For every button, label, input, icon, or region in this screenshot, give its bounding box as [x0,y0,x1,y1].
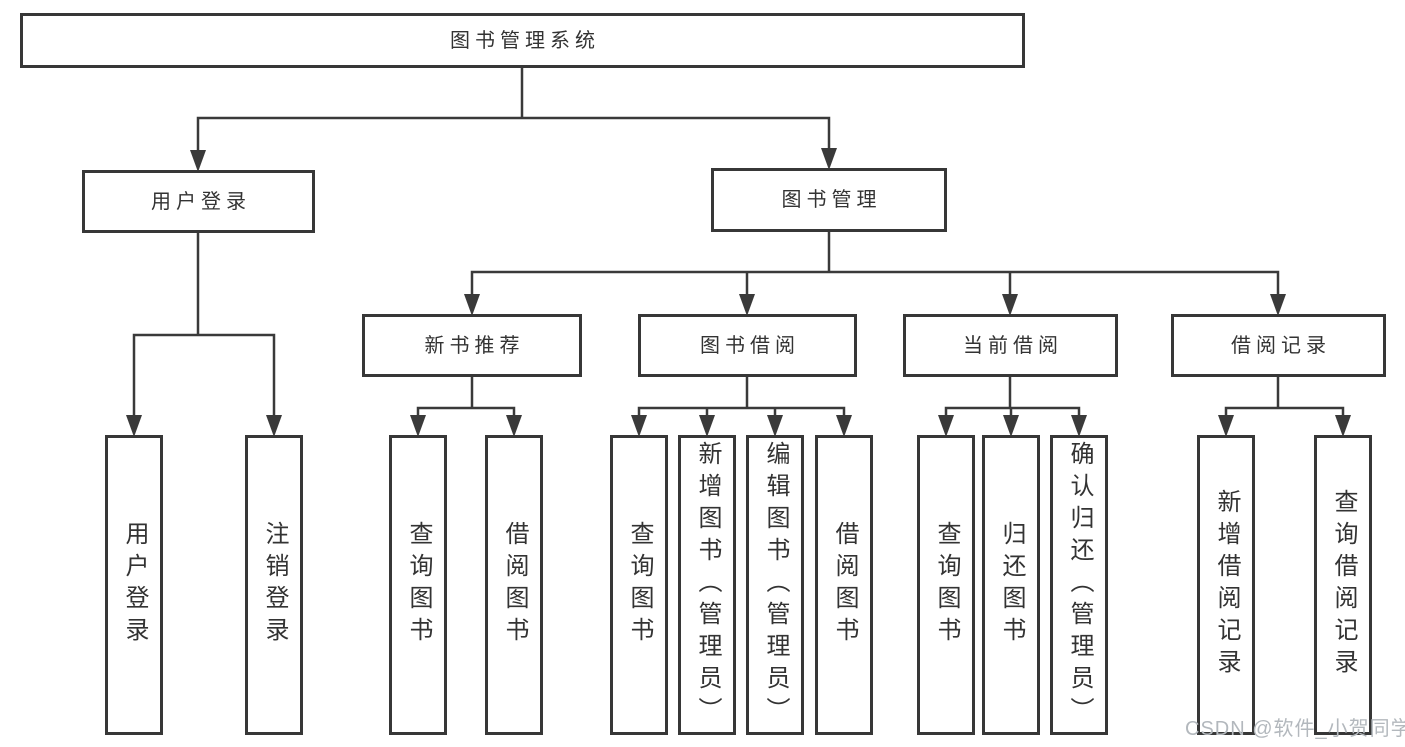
leaf-bb-query-book: 查询图书 [610,435,668,735]
arrowhead-icon [767,415,783,437]
arrowhead-icon [410,415,426,437]
arrowhead-icon [739,294,755,316]
leaf-logout-login: 注销登录 [245,435,303,735]
node-book-management: 图书管理 [711,168,947,232]
leaf-cb-return-book: 归还图书 [982,435,1040,735]
connector-line [1224,375,1345,421]
leaf-br-query-borrow-record: 查询借阅记录 [1314,435,1372,735]
connector-line [470,230,1280,300]
connector-line [132,231,276,421]
arrowhead-icon [1218,415,1234,437]
arrowhead-icon [1003,415,1019,437]
arrowhead-icon [506,415,522,437]
connector-line [196,66,831,156]
node-new-book-recommend: 新书推荐 [362,314,582,377]
arrowhead-icon [1335,415,1351,437]
leaf-rec-query-book: 查询图书 [389,435,447,735]
connector-line [416,375,516,421]
node-user-login: 用户登录 [82,170,315,233]
leaf-rec-borrow-book: 借阅图书 [485,435,543,735]
node-current-borrow: 当前借阅 [903,314,1118,377]
arrowhead-icon [266,415,282,437]
leaf-br-add-borrow-record: 新增借阅记录 [1197,435,1255,735]
node-borrow-records: 借阅记录 [1171,314,1386,377]
node-book-borrow: 图书借阅 [638,314,857,377]
arrowhead-icon [1270,294,1286,316]
arrowhead-icon [938,415,954,437]
arrowhead-icon [836,415,852,437]
arrowhead-icon [699,415,715,437]
leaf-user-login: 用户登录 [105,435,163,735]
leaf-cb-query-book: 查询图书 [917,435,975,735]
arrowhead-icon [190,150,206,172]
arrowhead-icon [1071,415,1087,437]
arrowhead-icon [631,415,647,437]
leaf-bb-add-book-admin: 新增图书（管理员） [678,435,736,735]
connector-line [944,375,1081,421]
watermark: CSDN @软件_小贺同学 [1185,718,1405,740]
arrowhead-icon [464,294,480,316]
leaf-cb-confirm-return-admin: 确认归还（管理员） [1050,435,1108,735]
arrowhead-icon [126,415,142,437]
arrowhead-icon [1002,294,1018,316]
node-root-library-system: 图书管理系统 [20,13,1025,68]
arrowhead-icon [821,148,837,170]
leaf-bb-edit-book-admin: 编辑图书（管理员） [746,435,804,735]
leaf-bb-borrow-book: 借阅图书 [815,435,873,735]
connector-line [637,375,846,421]
